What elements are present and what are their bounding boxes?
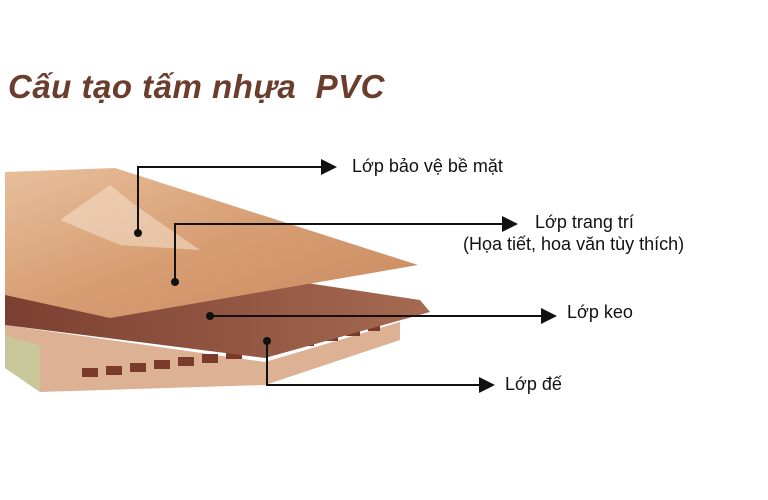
label-decor-layer: Lớp trang trí bbox=[535, 212, 634, 232]
label-base-layer: Lớp đế bbox=[505, 374, 562, 394]
label-decor-note: (Họa tiết, hoa văn tùy thích) bbox=[463, 234, 685, 254]
surface-film-peel bbox=[60, 185, 200, 250]
callout-lines bbox=[137, 159, 557, 393]
callout-dots bbox=[134, 229, 271, 345]
label-glue-layer: Lớp keo bbox=[567, 302, 633, 322]
label-surface-protection: Lớp bảo vệ bề mặt bbox=[352, 156, 503, 176]
diagram-title: Cấu tạo tấm nhựa PVC bbox=[8, 68, 385, 105]
